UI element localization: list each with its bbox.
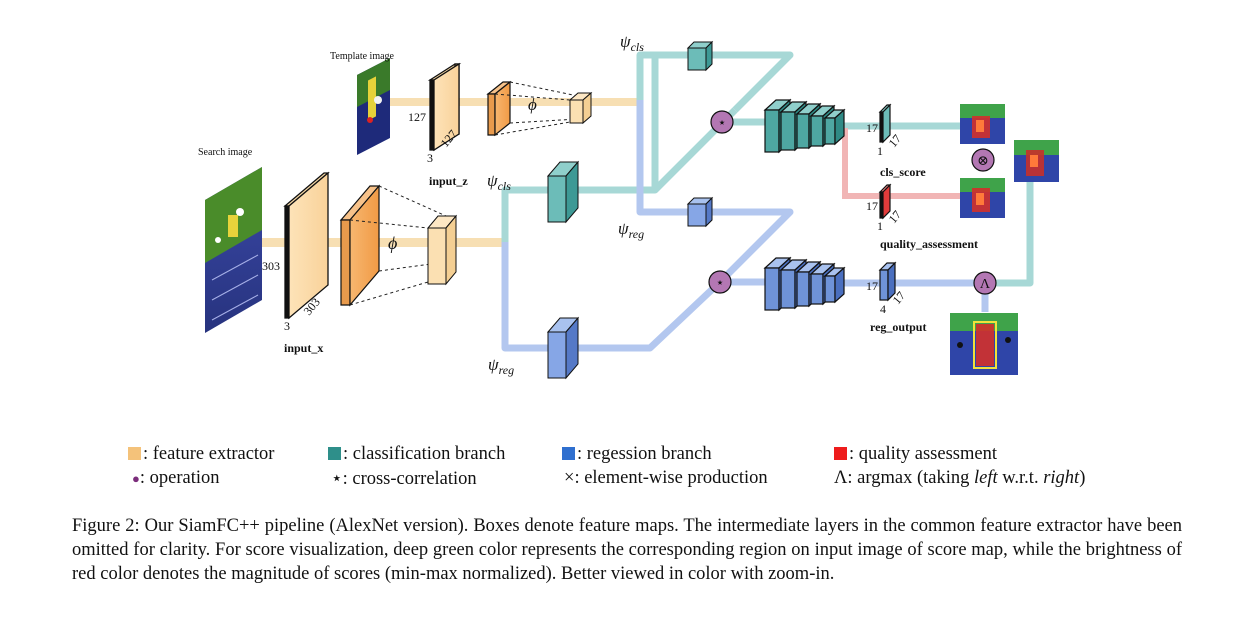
legend-quality: : quality assessment — [834, 444, 997, 465]
legend-cross-correlation: ⋆: cross-correlation — [331, 468, 477, 490]
psi-cls-cube-search — [546, 160, 580, 224]
legend-text: : argmax (taking — [847, 468, 970, 488]
reg-output-slab — [878, 261, 897, 302]
legend-text: : feature extractor — [143, 444, 275, 464]
search-image — [205, 167, 262, 333]
legend-text: : classification branch — [343, 444, 506, 464]
legend-em-right: right — [1043, 468, 1080, 488]
cls-branch-paths — [501, 51, 1034, 287]
cls-swatch — [328, 447, 341, 460]
reg-dim-h: 17 — [866, 279, 878, 293]
legend-classification: : classification branch — [328, 444, 505, 465]
legend-text: : regession branch — [577, 444, 712, 464]
legend-operation: ●: operation — [132, 468, 220, 489]
legend-text: : cross-correlation — [342, 469, 477, 489]
qa-dim-c: 1 — [877, 219, 883, 233]
psi-reg-label-top: ψreg — [618, 219, 644, 241]
input-x-label: input_x — [284, 341, 323, 355]
argmax-symbol: Λ — [980, 277, 991, 292]
template-image-label: Template image — [330, 51, 395, 62]
cls-score-slab — [878, 103, 892, 144]
quality-branch-path — [842, 128, 962, 199]
quality-map-thumb — [960, 178, 1005, 218]
cls-conv-stack — [763, 98, 846, 154]
reg-swatch — [562, 447, 575, 460]
cross-corr-symbol: ⋆ — [718, 116, 727, 131]
legend-text: w.r.t. — [1002, 468, 1039, 488]
legend-em-left: left — [973, 468, 998, 488]
z-phi-projection — [494, 81, 579, 136]
psi-reg-cube-template — [686, 196, 714, 228]
figure-caption: Figure 2: Our SiamFC++ pipeline (AlexNet… — [72, 516, 1182, 584]
dim-x-channels: 3 — [284, 319, 290, 333]
input-x-slab — [283, 171, 330, 320]
legend-feature-extractor: : feature extractor — [128, 444, 274, 465]
reg-dim-c: 4 — [880, 302, 886, 316]
x-feature-cube — [426, 214, 458, 286]
legend-argmax: Λ: argmax (taking left w.r.t. right) — [834, 468, 1085, 489]
argmax-op: Λ — [973, 271, 997, 295]
dim-x-height: 303 — [262, 259, 280, 273]
legend-elementwise: ×: element-wise production — [564, 468, 768, 489]
cross-correlation-op-cls: ⋆ — [710, 110, 734, 134]
z-conv-feature — [486, 80, 512, 137]
legend-text: : element-wise production — [574, 468, 768, 488]
x-conv-feature — [339, 184, 381, 307]
multiply-symbol: ⊗ — [977, 154, 989, 169]
operation-dot-icon: ● — [132, 471, 140, 486]
psi-cls-label-bottom: ψcls — [487, 171, 511, 193]
phi-label-x: ϕ — [388, 233, 397, 253]
reg-branch-paths — [501, 100, 989, 352]
qa-dim-h: 17 — [866, 199, 878, 213]
feature-swatch — [128, 447, 141, 460]
dim-z-height: 127 — [408, 110, 426, 124]
psi-reg-cube-search — [546, 316, 580, 380]
input-z-label: input_z — [429, 174, 468, 188]
combined-score-thumb — [1014, 140, 1059, 182]
reg-output-label: reg_output — [870, 320, 926, 334]
cross-correlation-op-reg: ⋆ — [708, 270, 732, 294]
quality-assessment-label: quality_assessment — [880, 237, 978, 251]
psi-cls-label-top: ψcls — [620, 32, 644, 54]
star-icon: ⋆ — [331, 469, 343, 489]
cls-dim-h: 17 — [866, 121, 878, 135]
legend-text: ) — [1079, 468, 1086, 488]
input-z-slab — [427, 62, 462, 152]
z-feature-cube — [568, 91, 593, 125]
psi-reg-label-bottom: ψreg — [488, 355, 514, 377]
legend-row-symbols: ●: operation ⋆: cross-correlation ×: ele… — [128, 468, 1168, 492]
cross-corr-symbol: ⋆ — [716, 276, 725, 291]
cls-score-map-thumb — [960, 104, 1005, 144]
legend: : feature extractor : classification bra… — [128, 444, 1168, 492]
lambda-icon: Λ — [834, 468, 848, 488]
reg-conv-stack — [763, 256, 846, 312]
search-image-label: Search image — [198, 147, 253, 158]
legend-row-colors: : feature extractor : classification bra… — [128, 444, 1168, 468]
multiply-op: ⊗ — [971, 148, 995, 172]
quality-swatch — [834, 447, 847, 460]
pipeline-diagram: ⋆ ⋆ ⊗ Λ Template image Search image 127 … — [198, 32, 1059, 380]
times-icon: × — [564, 468, 575, 488]
quality-slab — [878, 183, 892, 220]
legend-text: : quality assessment — [849, 444, 997, 464]
legend-regression: : regession branch — [562, 444, 712, 465]
psi-cls-cube-template — [686, 40, 714, 72]
cls-score-label: cls_score — [880, 165, 926, 179]
template-feature-flow — [390, 98, 640, 106]
final-output-thumb — [950, 313, 1018, 375]
phi-label-z: ϕ — [528, 95, 537, 114]
legend-text: : operation — [139, 468, 220, 488]
dim-z-channels: 3 — [427, 151, 433, 165]
template-image — [357, 58, 390, 155]
cls-dim-c: 1 — [877, 144, 883, 158]
